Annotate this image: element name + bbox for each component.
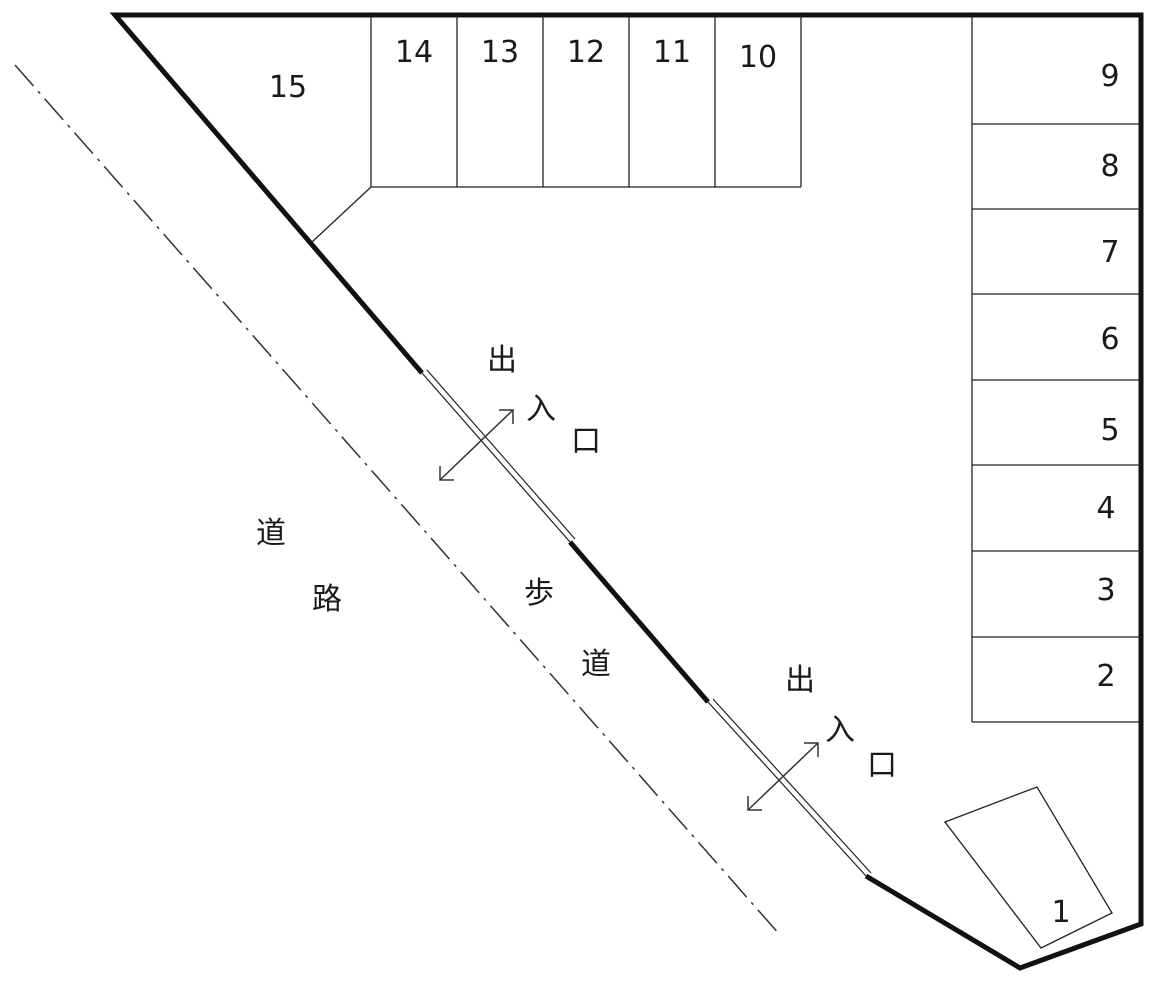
entrance-2-label: 出 入 口 — [785, 663, 897, 783]
entrance-2-char-3: 口 — [867, 748, 897, 783]
lot-boundary — [109, 12, 1144, 971]
right-stall-lines — [971, 15, 1141, 723]
stall-number-12: 12 — [567, 35, 605, 70]
stall-number-15: 15 — [269, 70, 307, 105]
stall-1-outline — [943, 786, 1113, 949]
stall-number-4: 4 — [1096, 491, 1115, 526]
sidewalk-char-2: 道 — [581, 647, 611, 682]
road-center-line — [14, 64, 781, 936]
road-char-2: 路 — [312, 582, 342, 617]
stall-number-11: 11 — [653, 35, 691, 70]
stall-number-2: 2 — [1096, 659, 1115, 694]
stall-number-9: 9 — [1100, 59, 1119, 94]
sidewalk-label: 歩 道 — [524, 576, 611, 682]
road-label: 道 路 — [256, 516, 342, 617]
entrance-1-label: 出 入 口 — [487, 343, 601, 459]
entrance-2-char-1: 出 — [785, 663, 815, 698]
stall-number-13: 13 — [481, 35, 519, 70]
entrance-1-char-2: 入 — [526, 392, 556, 427]
entrance-1-char-3: 口 — [571, 424, 601, 459]
entrance-2-char-2: 入 — [825, 713, 855, 748]
stall-number-14: 14 — [395, 35, 433, 70]
entrance-1-char-1: 出 — [487, 343, 517, 378]
stall-number-8: 8 — [1100, 149, 1119, 184]
road-char-1: 道 — [256, 516, 286, 551]
stall-number-3: 3 — [1096, 573, 1115, 608]
stall-number-1: 1 — [1051, 895, 1070, 930]
stall-number-7: 7 — [1100, 235, 1119, 270]
top-stall-lines — [311, 15, 802, 243]
stall-number-6: 6 — [1100, 322, 1119, 357]
entrance-1-arrow-icon — [439, 409, 514, 481]
sidewalk-char-1: 歩 — [524, 576, 554, 611]
stall-number-10: 10 — [739, 40, 777, 75]
entrance-2-arrow-icon — [747, 742, 819, 811]
stall-number-5: 5 — [1100, 413, 1119, 448]
